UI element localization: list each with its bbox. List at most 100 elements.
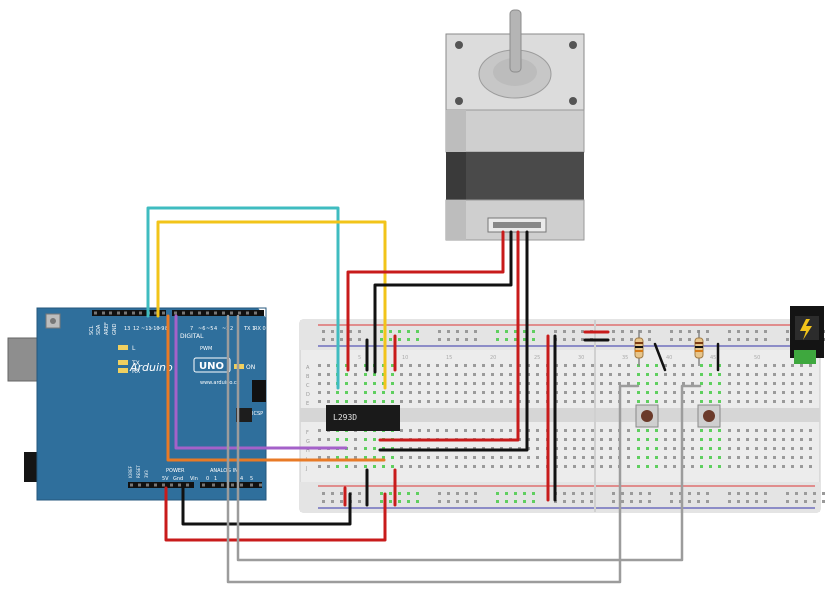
breadboard-hole <box>600 447 603 450</box>
breadboard-hole <box>465 500 468 503</box>
breadboard-hole <box>318 438 321 441</box>
breadboard-hole <box>591 382 594 385</box>
breadboard-hole <box>700 465 703 468</box>
breadboard-hole <box>746 465 749 468</box>
breadboard-hole <box>800 373 803 376</box>
breadboard-hole <box>400 400 403 403</box>
led-rx <box>118 368 128 373</box>
breadboard-hole <box>773 456 776 459</box>
breadboard-hole <box>364 373 367 376</box>
header-pins <box>94 311 262 487</box>
breadboard-hole <box>398 492 401 495</box>
breadboard-hole <box>455 429 458 432</box>
wire-red-5v <box>164 486 387 542</box>
breadboard-hole <box>755 456 758 459</box>
pin-label: 4 <box>214 326 217 332</box>
breadboard-hole <box>345 391 348 394</box>
breadboard-hole <box>809 364 812 367</box>
breadboard-hole <box>573 456 576 459</box>
breadboard-hole <box>609 382 612 385</box>
breadboard-hole <box>563 330 566 333</box>
breadboard-hole <box>573 400 576 403</box>
breadboard-hole <box>746 364 749 367</box>
breadboard-hole <box>728 438 731 441</box>
breadboard-hole <box>773 438 776 441</box>
breadboard-hole <box>318 364 321 367</box>
header-pin <box>202 483 205 487</box>
breadboard-hole <box>409 373 412 376</box>
led-l-label: L <box>132 345 136 352</box>
breadboard-hole <box>682 438 685 441</box>
breadboard-hole <box>354 447 357 450</box>
reset-button-cap <box>50 318 56 324</box>
breadboard-hole <box>536 364 539 367</box>
breadboard-hole <box>349 330 352 333</box>
breadboard-hole <box>582 465 585 468</box>
breadboard-hole <box>581 330 584 333</box>
header-pin <box>109 311 112 315</box>
breadboard-hole <box>358 500 361 503</box>
motor-lower-body-side <box>446 200 466 240</box>
breadboard-hole <box>639 500 642 503</box>
breadboard-hole <box>612 492 615 495</box>
breadboard-hole <box>700 382 703 385</box>
breadboard-hole <box>655 400 658 403</box>
breadboard-hole <box>737 456 740 459</box>
breadboard-hole <box>782 447 785 450</box>
icsp-label: ICSP <box>252 411 263 417</box>
breadboard-hole <box>700 400 703 403</box>
breadboard-hole <box>655 429 658 432</box>
breadboard-hole <box>354 382 357 385</box>
breadboard-hole <box>612 500 615 503</box>
breadboard-hole <box>364 438 367 441</box>
breadboard-hole <box>336 456 339 459</box>
breadboard-hole <box>418 364 421 367</box>
breadboard-hole <box>718 465 721 468</box>
header-pin <box>250 483 253 487</box>
breadboard-hole <box>804 500 807 503</box>
breadboard-hole <box>627 400 630 403</box>
website: www.arduino.cc <box>200 380 240 386</box>
header-pin <box>231 483 234 487</box>
breadboard-hole <box>795 492 798 495</box>
led-on-label: ON <box>246 364 255 371</box>
breadboard-hole <box>455 456 458 459</box>
breadboard-hole <box>465 338 468 341</box>
breadboard-hole <box>491 429 494 432</box>
wire-gray-1 <box>226 314 640 584</box>
breadboard-hole <box>380 338 383 341</box>
breadboard-hole <box>728 492 731 495</box>
breadboard-hole <box>670 330 673 333</box>
pin-label: ~11 <box>141 326 152 332</box>
breadboard-hole <box>755 391 758 394</box>
breadboard-hole <box>664 400 667 403</box>
breadboard-hole <box>532 492 535 495</box>
breadboard-hole <box>728 447 731 450</box>
breadboard-hole <box>655 456 658 459</box>
board-pcb <box>37 308 266 500</box>
breadboard-hole <box>500 382 503 385</box>
breadboard-hole <box>700 373 703 376</box>
breadboard-hole <box>764 391 767 394</box>
breadboard-hole <box>582 364 585 367</box>
breadboard-hole <box>612 338 615 341</box>
breadboard-hole <box>582 382 585 385</box>
column-number: 40 <box>666 355 672 361</box>
breadboard-hole <box>800 382 803 385</box>
breadboard-hole <box>418 456 421 459</box>
breadboard-hole <box>474 500 477 503</box>
wires <box>146 206 720 584</box>
breadboard-hole <box>755 447 758 450</box>
breadboard-hole <box>737 400 740 403</box>
breadboard-hole <box>804 492 807 495</box>
breadboard-hole <box>773 382 776 385</box>
breadboard-hole <box>728 400 731 403</box>
pin-label: 12 <box>133 326 139 332</box>
breadboard-hole <box>581 492 584 495</box>
breadboard-hole <box>436 456 439 459</box>
breadboard-hole <box>673 438 676 441</box>
motor-screw <box>569 97 577 105</box>
breadboard-hole <box>398 338 401 341</box>
header-pin <box>206 311 209 315</box>
breadboard-hole <box>391 391 394 394</box>
